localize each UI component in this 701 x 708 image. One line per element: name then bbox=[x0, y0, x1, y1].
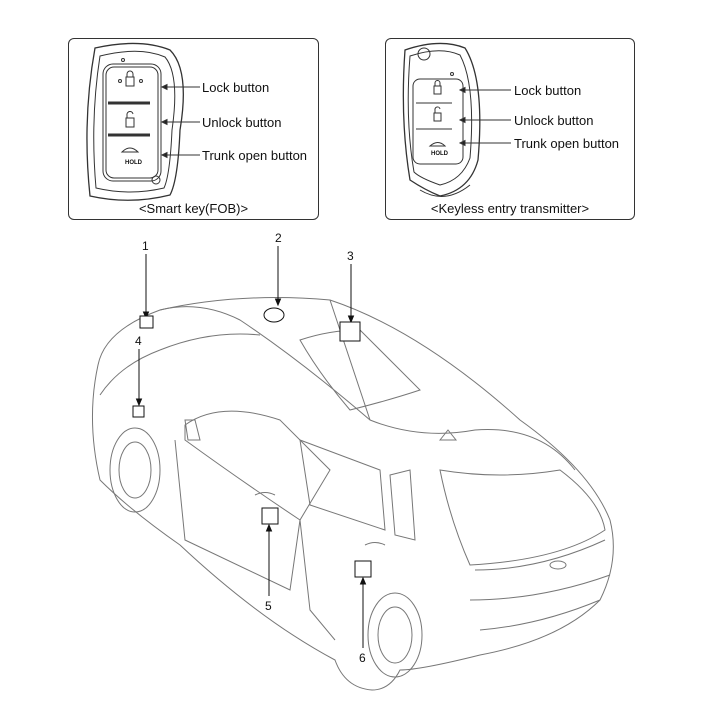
smart-key-trunk-label: Trunk open button bbox=[202, 148, 308, 163]
callout-3: 3 bbox=[347, 249, 354, 263]
transmitter-lock-label: Lock button bbox=[514, 83, 582, 98]
smart-key-unlock-label: Unlock button bbox=[202, 115, 282, 130]
callout-6: 6 bbox=[359, 651, 366, 665]
callout-4: 4 bbox=[135, 334, 142, 348]
smart-key-lock-label: Lock button bbox=[202, 80, 270, 95]
callout-1: 1 bbox=[142, 239, 149, 253]
smart-key-caption: <Smart key(FOB)> bbox=[138, 201, 249, 216]
transmitter-unlock-label: Unlock button bbox=[514, 113, 594, 128]
transmitter-caption: <Keyless entry transmitter> bbox=[430, 201, 590, 216]
transmitter-trunk-label: Trunk open button bbox=[514, 136, 620, 151]
smart-key-panel: Lock button Unlock button Trunk open but… bbox=[68, 38, 319, 220]
component-markers bbox=[132, 246, 372, 648]
smart-key-hold-text: HOLD bbox=[125, 160, 142, 166]
keyless-transmitter-drawing bbox=[402, 42, 511, 197]
keyless-transmitter-panel: Lock button Unlock button Trunk open but… bbox=[385, 38, 635, 220]
transmitter-hold-text: HOLD bbox=[431, 151, 448, 157]
car-drawing bbox=[91, 297, 614, 691]
smart-key-drawing bbox=[86, 42, 200, 201]
callout-2: 2 bbox=[275, 231, 282, 245]
callout-5: 5 bbox=[265, 599, 272, 613]
